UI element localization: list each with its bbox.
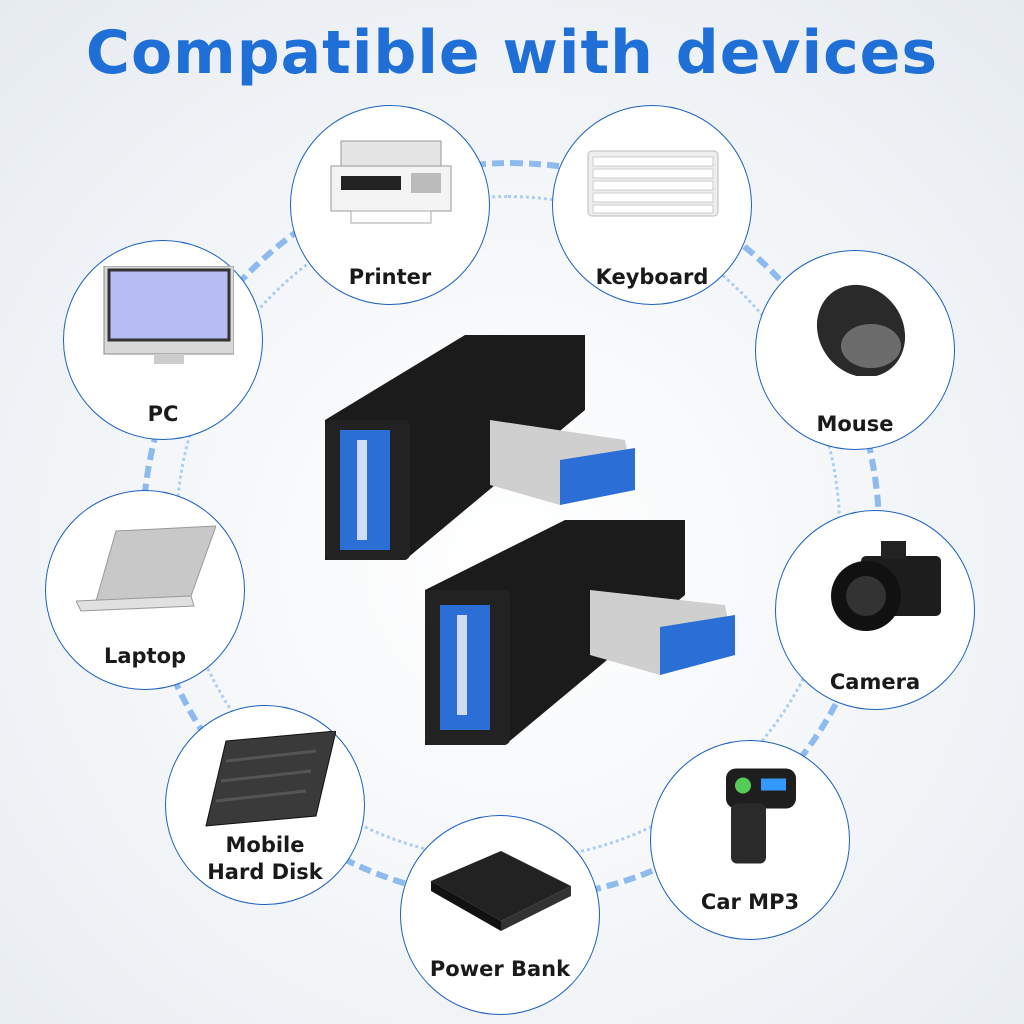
device-label: Mouse	[816, 412, 894, 436]
car-mp3-icon	[726, 768, 796, 864]
camera-icon	[831, 541, 941, 631]
device-mouse: Mouse	[755, 250, 955, 450]
device-keyboard: Keyboard	[552, 105, 752, 305]
page-title: Compatible with devices	[85, 18, 939, 88]
device-label: Car MP3	[700, 890, 800, 914]
pc-monitor-icon	[103, 266, 234, 364]
device-label: PC	[147, 402, 179, 426]
usb-adapter-top	[325, 335, 635, 560]
laptop-icon	[76, 525, 216, 612]
device-camera: Camera	[775, 510, 975, 710]
hard-disk-icon	[205, 731, 336, 827]
device-mobile-hard-disk: Mobile Hard Disk	[165, 705, 365, 905]
power-bank-icon	[431, 851, 571, 931]
device-label: Mobile Hard Disk	[207, 833, 323, 884]
device-label: Camera	[829, 670, 921, 694]
device-label: Laptop	[103, 644, 187, 668]
usb-adapter-bottom	[425, 520, 735, 745]
keyboard-icon	[587, 150, 719, 217]
device-label: Power Bank	[429, 957, 571, 981]
device-laptop: Laptop	[45, 490, 245, 690]
device-label: Printer	[348, 265, 432, 289]
printer-icon	[330, 140, 452, 224]
device-printer: Printer	[290, 105, 490, 305]
device-label: Keyboard	[595, 265, 709, 289]
device-car-mp3: Car MP3	[650, 740, 850, 940]
device-pc: PC	[63, 240, 263, 440]
mouse-icon	[816, 284, 906, 376]
device-power-bank: Power Bank	[400, 815, 600, 1015]
